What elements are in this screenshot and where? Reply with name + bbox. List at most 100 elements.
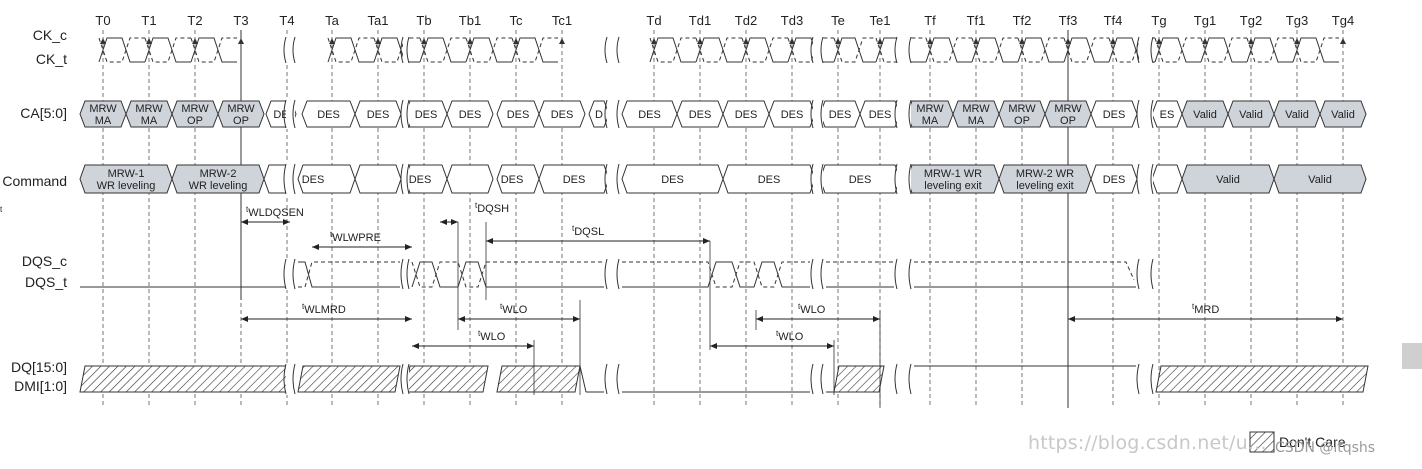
break-mark (1136, 363, 1140, 395)
dqs-t-preamble (298, 261, 400, 288)
clock-ck-c (649, 37, 696, 63)
tick-label-tf4: Tf4 (1104, 13, 1123, 28)
break-gap (1139, 363, 1153, 395)
tick-label-tg1: Tg1 (1194, 13, 1216, 28)
timing-dqsl-head (486, 238, 493, 244)
break-mark (1136, 258, 1140, 290)
break-mark (810, 363, 814, 395)
ca-cell-text: DES (317, 109, 340, 121)
clock-edge-marker (789, 38, 795, 44)
tick-label-tf: Tf (924, 13, 936, 28)
clock-edge-marker (192, 38, 198, 44)
dqs-c-pulses-2 (622, 261, 810, 288)
break-mark (283, 99, 287, 129)
ca-cell-text: Valid (1239, 109, 1263, 121)
clock-ck-c (465, 37, 512, 63)
dq-dont-care-block (297, 365, 401, 393)
timing-dqsh-arrow-head (440, 219, 447, 225)
clock-ck-t (373, 37, 420, 63)
clock-edge-marker (697, 38, 703, 44)
break-mark (1150, 258, 1154, 290)
clock-ck-c (144, 37, 191, 63)
clock-edge-marker (329, 38, 335, 44)
timing-wldqsen-head (241, 219, 248, 225)
timing-wlo-3-head (873, 316, 880, 322)
break-gap (1139, 163, 1153, 195)
break-mark (820, 99, 824, 129)
timing-wlwpre-head (312, 244, 319, 250)
tick-label-t2: T2 (187, 13, 202, 28)
timing-wlo-1-head (458, 316, 465, 322)
signal-label-dqs-c: DQS_c (22, 253, 67, 269)
tick-label-t3: T3 (233, 13, 248, 28)
ca-cell-text: Valid (1331, 109, 1355, 121)
ca-cell-text: MRW (1054, 103, 1082, 115)
command-cell-text: WR leveling (189, 180, 248, 192)
command-cell-text: DES (409, 174, 432, 186)
clock-ck-c (373, 37, 420, 63)
clock-edge-marker (651, 38, 657, 44)
break-mark (283, 258, 287, 290)
break-mark (616, 163, 620, 195)
scrollbar-thumb[interactable] (1402, 343, 1422, 369)
dqs-c-seg (914, 261, 1135, 281)
tick-label-tb: Tb (416, 13, 431, 28)
command-cell-text: leveling exit (1016, 180, 1073, 192)
break-mark (616, 363, 620, 395)
clock-edge-marker (1340, 38, 1346, 44)
break-mark (894, 258, 898, 290)
break-gap (897, 36, 911, 64)
command-cell-text: DES (849, 174, 872, 186)
tick-label-tf3: Tf3 (1059, 13, 1078, 28)
ca-cell-text: DES (367, 109, 390, 121)
dqs-t-pulses-2 (622, 261, 810, 288)
clock-edge-marker (927, 38, 933, 44)
break-gap (897, 163, 911, 195)
break-mark (283, 363, 287, 395)
timing-dqsh-label: tDQSH (475, 201, 509, 215)
ca-cell-text: ES (1160, 109, 1175, 121)
break-mark (616, 258, 620, 290)
break-mark (1136, 163, 1140, 195)
ca-cell-text: DES (829, 109, 852, 121)
break-mark (604, 99, 608, 129)
tick-label-tg: Tg (1151, 13, 1166, 28)
timing-dqsl-head (703, 238, 710, 244)
break-gap (286, 99, 295, 129)
break-mark (908, 163, 912, 195)
timing-mrd-label: tMRD (1192, 302, 1219, 316)
clock-ck-t (971, 37, 1018, 63)
clock-ck-t (925, 37, 972, 63)
legend-label: Don't Care (1279, 434, 1346, 450)
ca-cell-text: MA (141, 115, 158, 127)
command-cell-text: DES (302, 174, 325, 186)
break-mark (820, 36, 824, 64)
clock-ck-t (190, 37, 237, 63)
command-cell-text: DES (1103, 174, 1126, 186)
clock-edge-marker (146, 38, 152, 44)
command-cell (446, 164, 494, 194)
break-gap (286, 363, 295, 395)
timing-mrd-head (1068, 316, 1075, 322)
signal-label-dmi: DMI[1:0] (14, 378, 67, 394)
clock-ck-t (695, 37, 742, 63)
clock-ck-t (1292, 37, 1339, 63)
clock-edge-marker (421, 38, 427, 44)
break-mark (894, 99, 898, 129)
signal-label-dq: DQ[15:0] (11, 359, 67, 375)
ca-cell-text: DES (1103, 109, 1126, 121)
clock-edge-marker (743, 38, 749, 44)
command-cell-text: MRW-1 (108, 168, 145, 180)
tick-label-tg2: Tg2 (1240, 13, 1262, 28)
break-mark (616, 99, 620, 129)
break-gap (813, 163, 823, 195)
break-gap (286, 163, 295, 195)
dq-dont-care-block (496, 365, 581, 393)
command-cell-text: leveling exit (924, 180, 981, 192)
ca-cell (446, 100, 494, 128)
timing-wlmrd-head (405, 316, 412, 322)
clock-edge-marker (1110, 38, 1116, 44)
clock-ck-c (190, 37, 237, 63)
clock-edge-marker (375, 38, 381, 44)
